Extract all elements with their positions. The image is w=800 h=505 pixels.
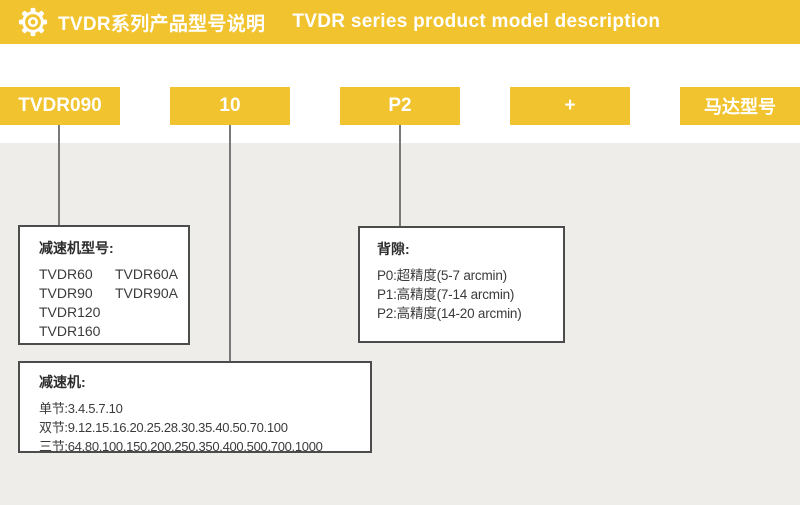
gearbox-model-item: TVDR160 xyxy=(39,323,101,339)
header-bar: TVDR系列产品型号说明 TVDR series product model d… xyxy=(0,0,800,44)
header-title-en: TVDR series product model description xyxy=(292,11,661,32)
gearbox-model-item: TVDR60A xyxy=(115,266,179,282)
gearbox-model-column-2: TVDR60A TVDR90A xyxy=(115,265,178,341)
ratio-item: 双节:9.12.15.16.20.25.28.30.35.40.50.70.10… xyxy=(39,420,288,435)
backlash-item: P1:高精度(7-14 arcmin) xyxy=(377,287,515,302)
gearbox-model-column-1: TVDR60 TVDR90 TVDR120 TVDR160 xyxy=(39,265,115,341)
gearbox-model-item: TVDR90A xyxy=(115,285,179,301)
ratio-item: 单节:3.4.5.7.10 xyxy=(39,401,123,416)
gear-icon xyxy=(15,4,51,40)
callout-backlash-title: 背隙: xyxy=(377,241,410,257)
model-segment-gearbox-series: TVDR090 xyxy=(0,87,120,125)
callout-gearbox-model-title: 减速机型号: xyxy=(39,240,114,256)
connector-line-backlash xyxy=(399,125,401,227)
gearbox-model-list: TVDR60 TVDR90 TVDR120 TVDR160 TVDR60A TV… xyxy=(39,265,188,341)
callout-backlash: 背隙: P0:超精度(5-7 arcmin) P1:高精度(7-14 arcmi… xyxy=(358,226,565,343)
backlash-item: P0:超精度(5-7 arcmin) xyxy=(377,268,507,283)
model-segment-backlash: P2 xyxy=(340,87,460,125)
gearbox-model-item: TVDR60 xyxy=(39,266,93,282)
gearbox-model-item: TVDR90 xyxy=(39,285,93,301)
callout-reducer-ratios: 减速机: 单节:3.4.5.7.10 双节:9.12.15.16.20.25.2… xyxy=(18,361,372,454)
connector-line-gearbox-series xyxy=(58,125,60,226)
ratio-item: 三节:64.80.100.150.200.250.350.400.500.700… xyxy=(39,439,323,454)
header-title-zh: TVDR系列产品型号说明 xyxy=(58,13,266,35)
connector-line-ratio xyxy=(229,125,231,362)
model-segment-plus: + xyxy=(510,87,630,125)
callout-gearbox-model: 减速机型号: TVDR60 TVDR90 TVDR120 TVDR160 TVD… xyxy=(18,225,190,345)
callout-reducer-ratios-title: 减速机: xyxy=(39,374,86,390)
model-segment-ratio: 10 xyxy=(170,87,290,125)
gearbox-model-item: TVDR120 xyxy=(39,304,101,320)
backlash-item: P2:高精度(14-20 arcmin) xyxy=(377,306,522,321)
model-segment-motor: 马达型号 xyxy=(680,87,800,125)
